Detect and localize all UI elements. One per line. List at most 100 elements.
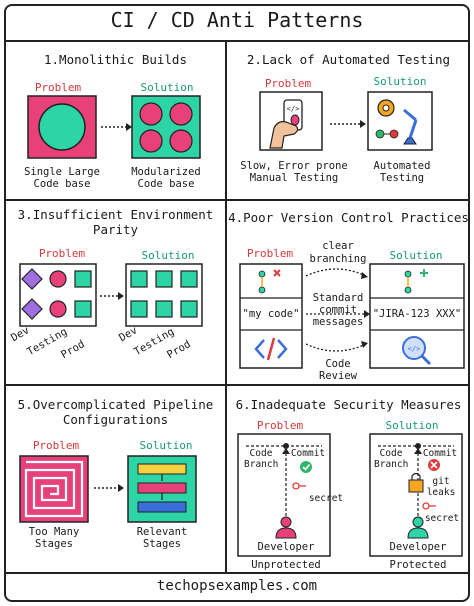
s1-diagram — [27, 95, 201, 159]
key-icon-1 — [292, 482, 306, 490]
module-circle-2 — [169, 102, 193, 126]
stage-bar-2 — [137, 482, 187, 494]
sol-square-3 — [180, 270, 198, 288]
test-circle-1 — [49, 270, 67, 288]
svg-text:</>: </> — [287, 105, 300, 113]
check-icon — [300, 461, 312, 473]
s1-solution-label: Solution — [140, 81, 194, 94]
s5-right-caption-1: Relevant — [136, 526, 188, 538]
s4-mid-label-3: messages — [312, 316, 364, 328]
sol-square-2 — [155, 270, 173, 288]
s1-right-caption-1: Modularized — [131, 166, 201, 178]
s1-left-caption-2: Code base — [33, 178, 91, 190]
s6-git-leaks-1: git — [432, 476, 450, 487]
s4-arrow-bottom — [305, 343, 367, 352]
divider-row1 — [4, 40, 470, 42]
sol-square-1 — [130, 270, 148, 288]
svg-text:</>: </> — [408, 345, 421, 353]
s4-solution-label: Solution — [389, 249, 443, 262]
s2-left-caption-2: Manual Testing — [249, 172, 339, 184]
divider-row4 — [4, 572, 470, 574]
s1-left-caption-1: Single Large — [24, 166, 100, 178]
s3-title-2: Parity — [92, 222, 139, 237]
good-commit-message: "JIRA-123 XXX" — [372, 308, 462, 320]
s6-solution-label: Solution — [385, 419, 439, 432]
s4-title: 4.Poor Version Control Practices — [228, 210, 469, 225]
s4-arrow-top — [305, 268, 367, 277]
prod-square-1 — [74, 270, 92, 288]
s6-commit-label: Commit — [290, 448, 326, 459]
s4-problem-label: Problem — [246, 247, 294, 260]
s4-top-label-1: clear — [322, 240, 354, 252]
s5-solution-label: Solution — [139, 439, 193, 452]
s1-title: 1.Monolithic Builds — [44, 52, 187, 67]
s6-diagram — [237, 433, 463, 557]
s5-diagram — [19, 455, 197, 523]
s6-code-branch-4: Branch — [374, 459, 409, 470]
module-circle-3 — [139, 129, 163, 153]
page-title: CI / CD Anti Patterns — [110, 8, 364, 32]
s2-right-caption-2: Testing — [379, 172, 425, 184]
s6-right-caption: Protected — [389, 559, 447, 571]
modular-block — [131, 95, 201, 159]
s4-diagram: </> — [239, 263, 465, 369]
s5-problem-label: Problem — [32, 439, 80, 452]
module-circle-4 — [169, 129, 193, 153]
s6-left-caption: Unprotected — [251, 559, 321, 571]
s4-mid-label-1: Standard — [312, 292, 364, 304]
s4-top-label-2: branching — [309, 253, 367, 265]
s5-title-1: 5.Overcomplicated Pipeline — [17, 397, 214, 412]
commit-node-2 — [415, 443, 421, 449]
sol-square-5 — [155, 300, 173, 318]
s1-problem-label: Problem — [34, 81, 82, 94]
gear-icon — [377, 99, 395, 117]
s5-right-caption-2: Stages — [143, 538, 181, 550]
s4-bottom-label-2: Review — [319, 370, 357, 382]
stage-bar-1 — [137, 463, 187, 475]
robot-arm-icon — [403, 108, 418, 145]
key-icon-2 — [422, 502, 436, 510]
commit-node — [283, 443, 289, 449]
stage-bar-3 — [137, 501, 187, 513]
s6-code-branch-1: Code — [249, 448, 273, 459]
divider-row3 — [4, 384, 470, 386]
developer-icon-1 — [275, 516, 297, 539]
hand-icon — [269, 121, 299, 149]
developer-icon-2 — [407, 516, 429, 539]
s2-title: 2.Lack of Automated Testing — [246, 52, 451, 67]
divider-column — [225, 40, 227, 572]
code-review-icon: </> — [402, 336, 432, 366]
s2-problem-label: Problem — [264, 77, 312, 90]
s5-left-caption-1: Too Many — [28, 526, 80, 538]
s6-developer-label: Developer — [257, 541, 315, 553]
s2-diagram: </> — [259, 91, 433, 151]
sol-square-6 — [180, 300, 198, 318]
s3-solution-label: Solution — [141, 249, 195, 262]
s1-right-caption-2: Code base — [137, 178, 195, 190]
test-flow-icon — [375, 129, 399, 139]
prod-square-2 — [74, 300, 92, 318]
s4-bottom-label-1: Code — [325, 358, 351, 370]
outer-frame — [4, 4, 470, 602]
s6-code-branch-3: Code — [379, 448, 403, 459]
s6-commit-label-2: Commit — [422, 448, 458, 459]
branch-x-icon — [258, 269, 281, 294]
site-url[interactable]: techopsexamples.com — [156, 578, 318, 594]
s3-problem-label: Problem — [38, 247, 86, 260]
s4-mid-label-2: commit — [319, 304, 357, 316]
s3-diagram — [19, 263, 203, 327]
s5-left-caption-2: Stages — [35, 538, 73, 550]
maze-icon — [24, 460, 84, 518]
s6-developer-label-2: Developer — [389, 541, 447, 553]
automated-testing-box — [367, 91, 433, 151]
divider-row2 — [4, 199, 470, 201]
dev-diamond-1 — [21, 268, 43, 290]
s6-code-branch-2: Branch — [244, 459, 279, 470]
module-circle-1 — [139, 102, 163, 126]
s2-right-caption-1: Automated — [373, 160, 431, 172]
s6-secret-label-2: secret — [424, 513, 460, 524]
s5-title-2: Configurations — [62, 412, 169, 427]
code-icon — [254, 337, 288, 361]
test-circle-2 — [49, 300, 67, 318]
monolith-circle — [38, 103, 86, 151]
